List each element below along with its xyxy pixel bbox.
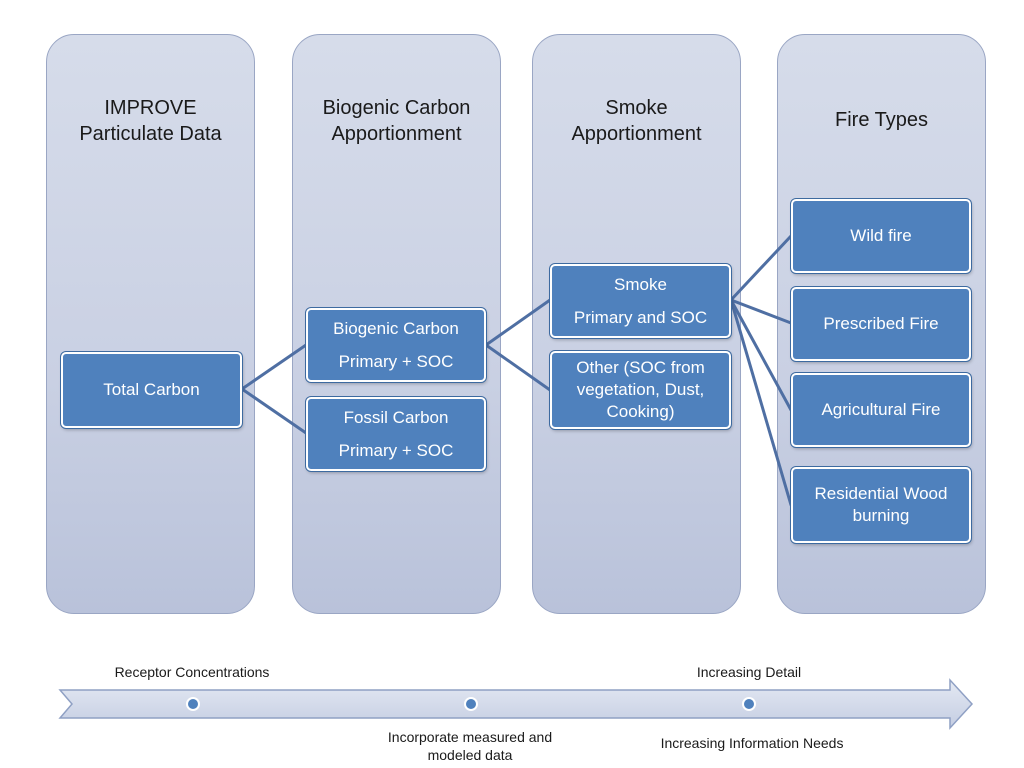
box-wild-fire: Wild fire bbox=[791, 199, 971, 273]
column-title-smoke: Smoke Apportionment bbox=[571, 97, 702, 145]
box-total-carbon: Total Carbon bbox=[61, 352, 242, 428]
box-fossil-carbon: Fossil Carbon Primary + SOC bbox=[306, 397, 486, 471]
column-title-fire-types: Fire Types bbox=[835, 109, 928, 131]
box-other: Other (SOC from vegetation, Dust, Cookin… bbox=[550, 351, 731, 429]
timeline-arrow-shape bbox=[58, 678, 974, 730]
label-receptor-concentrations: Receptor Concentrations bbox=[114, 664, 270, 680]
timeline-dot-incorporate bbox=[464, 697, 478, 711]
label-incorporate-data: Incorporate measured and modeled data bbox=[387, 729, 553, 763]
column-title-biogenic: Biogenic Carbon Apportionment bbox=[322, 97, 471, 145]
label-increasing-detail: Increasing Detail bbox=[696, 664, 802, 680]
box-biogenic-carbon: Biogenic Carbon Primary + SOC bbox=[306, 308, 486, 382]
box-smoke: Smoke Primary and SOC bbox=[550, 264, 731, 338]
box-prescribed-fire: Prescribed Fire bbox=[791, 287, 971, 361]
column-title-improve: IMPROVE Particulate Data bbox=[79, 97, 222, 145]
timeline-dot-receptor bbox=[186, 697, 200, 711]
box-agricultural-fire: Agricultural Fire bbox=[791, 373, 971, 447]
label-increasing-information-needs: Increasing Information Needs bbox=[660, 735, 844, 751]
timeline-dot-detail bbox=[742, 697, 756, 711]
box-residential-wood: Residential Wood burning bbox=[791, 467, 971, 543]
column-improve: IMPROVE Particulate Data bbox=[46, 34, 255, 614]
